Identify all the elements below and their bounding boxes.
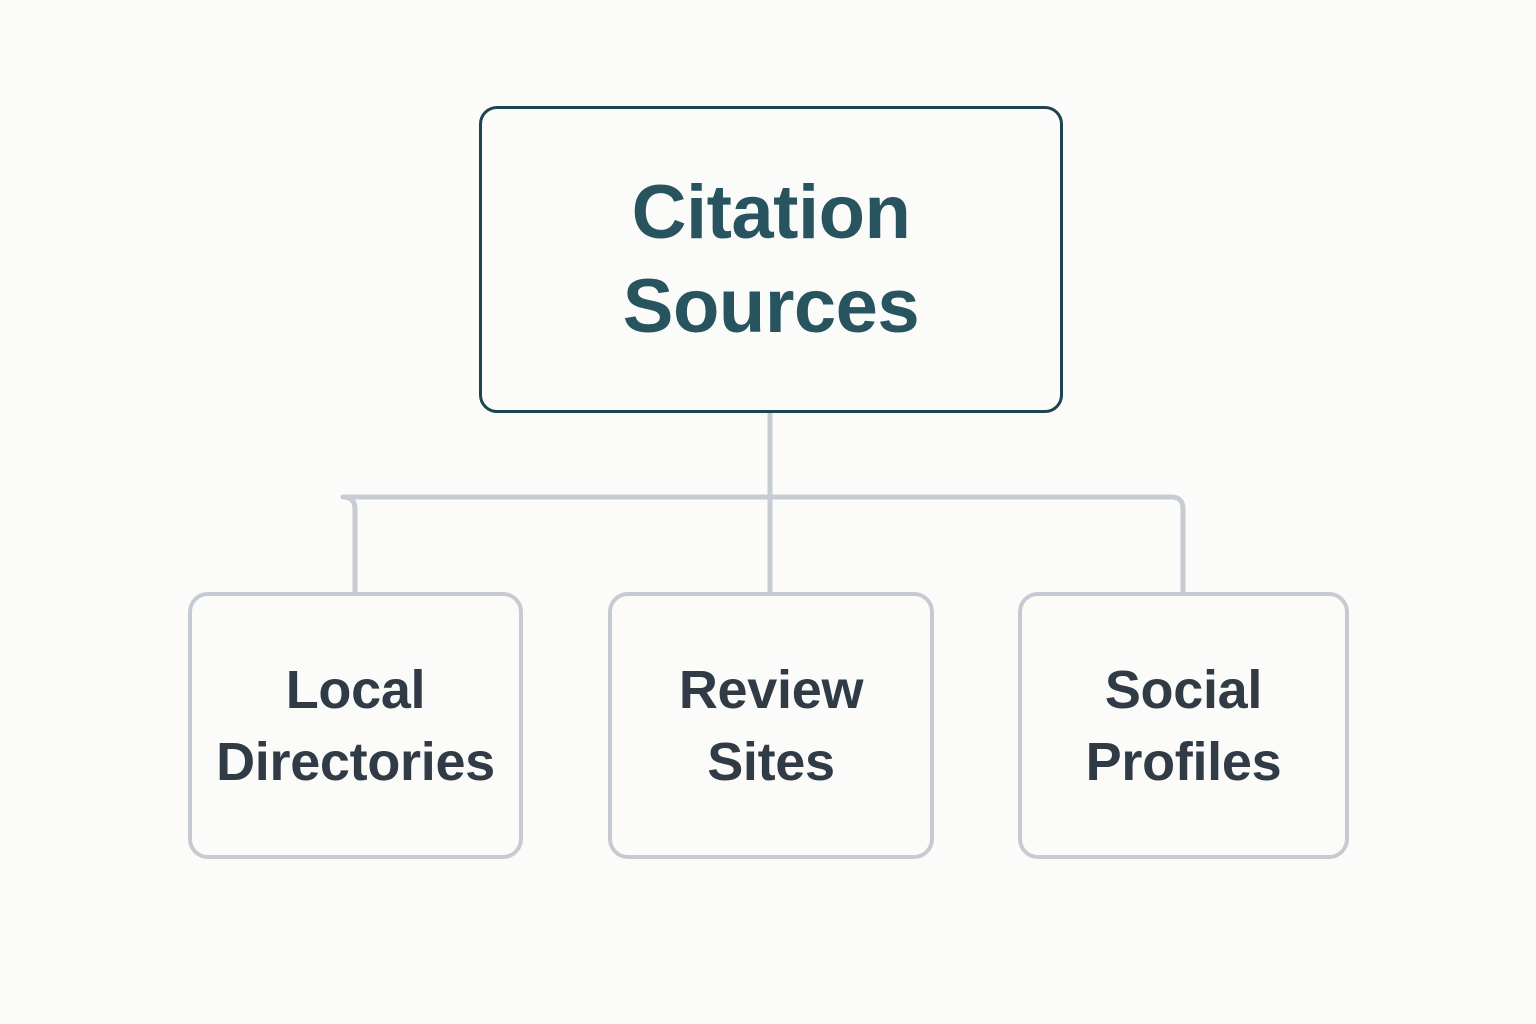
node-review-sites-label: Review Sites <box>678 659 864 792</box>
node-citation-sources-label: Citation Sources <box>622 169 920 349</box>
connector-to-social-profiles <box>770 494 1186 592</box>
node-review-sites[interactable]: Review Sites <box>608 592 934 859</box>
node-local-directories-label: Local Directories <box>216 659 495 792</box>
node-local-directories[interactable]: Local Directories <box>188 592 523 859</box>
node-social-profiles-label: Social Profiles <box>1085 659 1282 792</box>
connector-to-local-directories <box>340 494 770 592</box>
node-citation-sources[interactable]: Citation Sources <box>479 106 1063 413</box>
node-social-profiles[interactable]: Social Profiles <box>1018 592 1349 859</box>
